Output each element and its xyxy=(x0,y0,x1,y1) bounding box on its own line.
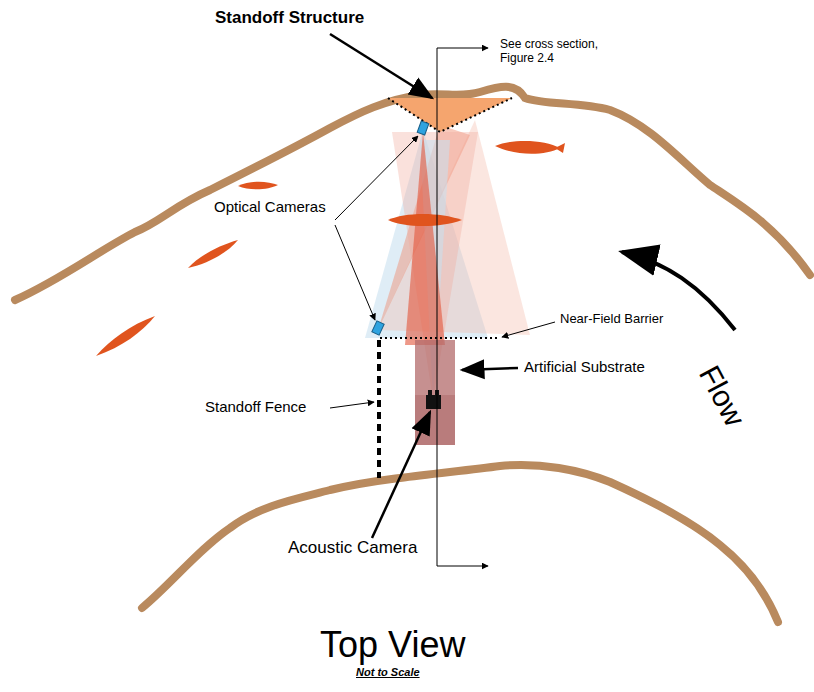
artificial-substrate xyxy=(415,395,455,445)
river-bank-lower xyxy=(142,465,778,622)
view-caption: Top View xyxy=(320,624,465,665)
part-label: Optical Cameras xyxy=(214,198,326,215)
leader-line xyxy=(335,225,375,320)
leader-line xyxy=(330,402,374,408)
standoff-structure-edge xyxy=(388,98,512,132)
part-label: Artificial Substrate xyxy=(524,358,645,375)
leader-line xyxy=(330,34,432,98)
leader-line xyxy=(462,368,518,370)
fish xyxy=(96,141,565,356)
acoustic-camera xyxy=(426,395,441,409)
section-line xyxy=(437,48,438,566)
part-label: Near-Field Barrier xyxy=(560,312,663,327)
view-cone xyxy=(405,132,445,345)
standoff-structure xyxy=(388,98,512,132)
note-label: See cross section, Figure 2.4 xyxy=(500,38,615,66)
leader-line xyxy=(502,322,555,337)
flow-label: Flow xyxy=(692,360,752,432)
part-label: Standoff Structure xyxy=(215,8,364,28)
part-label: Standoff Fence xyxy=(205,398,306,415)
standoff-fence xyxy=(377,340,381,478)
note-label: Not to Scale xyxy=(356,666,420,679)
part-label: Acoustic Camera xyxy=(288,538,417,558)
leader-line xyxy=(335,136,418,220)
section-line xyxy=(437,566,488,567)
acoustic-camera xyxy=(428,390,432,396)
leader-line xyxy=(372,412,430,538)
section-line xyxy=(437,48,488,49)
optical-camera xyxy=(417,121,429,135)
near-field-barrier xyxy=(380,337,500,339)
optical-camera xyxy=(372,321,384,335)
